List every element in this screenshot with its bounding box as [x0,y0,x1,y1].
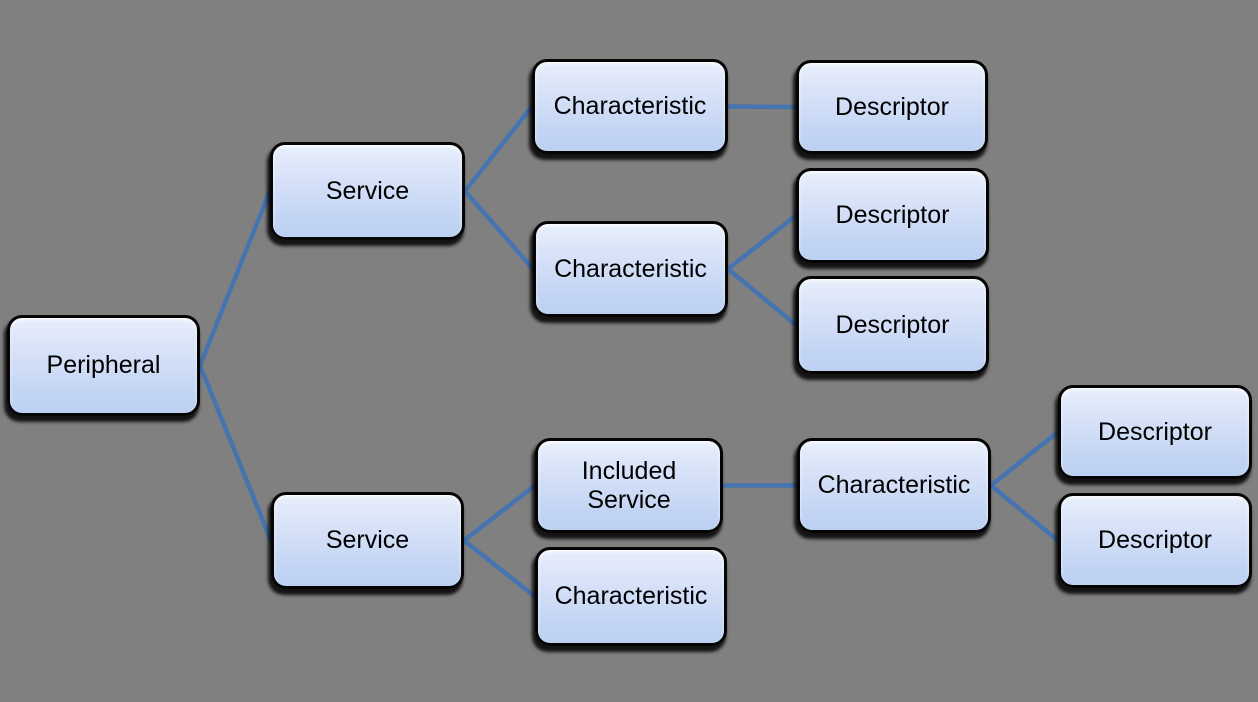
node-label: Included Service [581,456,677,514]
connector-characteristic-2-to-descriptor-3 [725,266,799,328]
node-service-1: Service [270,142,465,240]
node-descriptor-2: Descriptor [796,168,989,263]
node-descriptor-3: Descriptor [796,276,989,374]
node-descriptor-4: Descriptor [1058,385,1252,479]
node-characteristic-2: Characteristic [533,221,728,317]
node-label: Descriptor [835,201,950,230]
connector-peripheral-to-service-2 [197,363,274,543]
connector-characteristic-1-to-descriptor-1 [725,104,799,110]
node-descriptor-5: Descriptor [1058,493,1252,588]
node-descriptor-1: Descriptor [796,60,988,154]
node-label: Service [325,176,410,205]
node-characteristic-3: Characteristic [535,547,727,646]
connector-peripheral-to-service-1 [197,188,273,368]
node-label: Characteristic [553,92,707,121]
node-label: Service [325,526,410,555]
node-label: Descriptor [1098,526,1212,555]
node-label: Descriptor [835,310,950,339]
connector-service-2-to-included-service [461,483,538,543]
node-peripheral: Peripheral [7,315,200,416]
node-characteristic-1: Characteristic [532,59,728,154]
node-service-2: Service [271,492,464,589]
node-characteristic-4: Characteristic [797,438,991,533]
node-label: Descriptor [835,92,949,121]
node-label: Characteristic [554,254,707,283]
connector-characteristic-4-to-descriptor-5 [988,483,1061,543]
node-included-service: Included Service [535,438,723,533]
connector-service-1-to-characteristic-1 [462,104,535,194]
node-label: Characteristic [554,582,708,611]
connector-service-2-to-characteristic-3 [461,538,538,599]
node-label: Characteristic [817,471,971,500]
node-label: Peripheral [46,351,161,380]
node-label: Descriptor [1098,417,1212,446]
connector-characteristic-2-to-descriptor-2 [725,213,799,272]
connector-characteristic-4-to-descriptor-4 [988,429,1061,488]
connector-service-1-to-characteristic-2 [462,188,536,272]
